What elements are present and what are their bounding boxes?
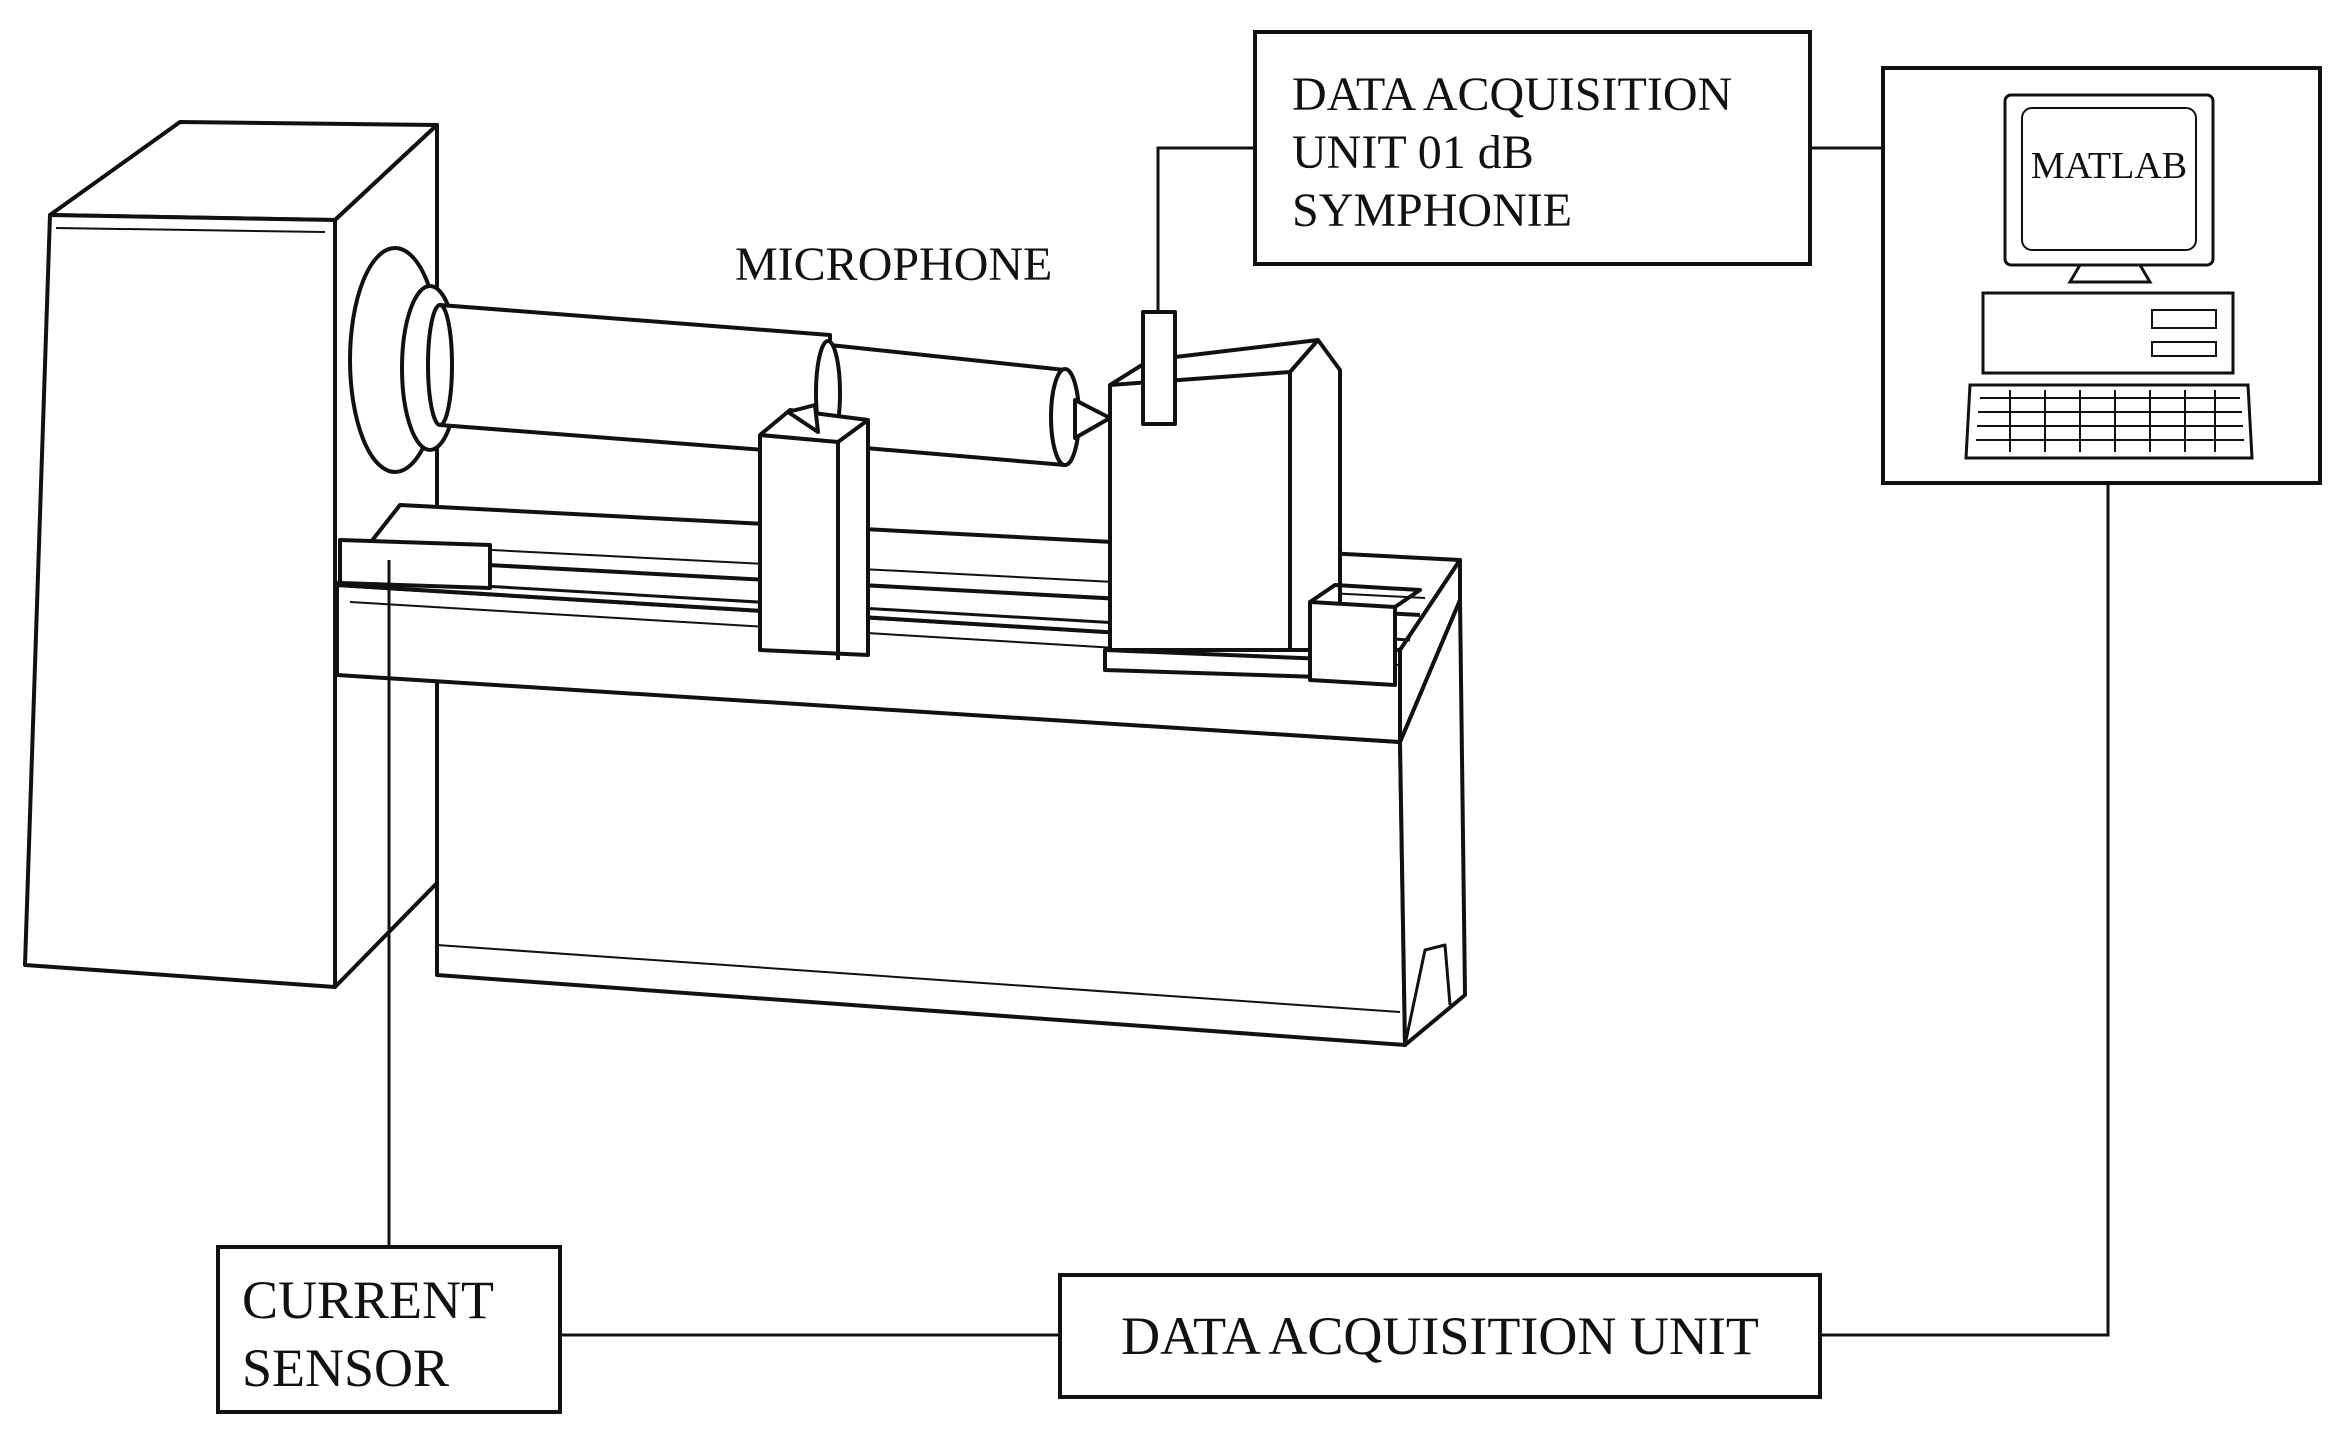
current-sensor-line-2: SENSOR (242, 1338, 449, 1398)
daq-top-line-2: UNIT 01 dB (1292, 126, 1534, 179)
computer-box: MATLAB (1881, 66, 2322, 485)
computer-icon (1964, 93, 2254, 460)
daq-unit-01db-frame (1253, 30, 1812, 266)
daq-top-line-1: DATA ACQUISITION (1292, 68, 1732, 121)
wire-daq-to-computer-bottom (1820, 480, 2110, 1337)
daq-unit-bottom-box: DATA ACQUISITION UNIT (1058, 1273, 1822, 1399)
microphone-label: MICROPHONE (735, 238, 1052, 291)
bed-stop-right (1308, 583, 1422, 687)
current-sensor-frame (216, 1245, 562, 1414)
lathe-machine (23, 120, 1467, 1047)
daq-top-line-3: SYMPHONIE (1292, 184, 1572, 237)
microphone-sensor (1141, 310, 1177, 426)
current-sensor-box: CURRENT SENSOR (216, 1245, 562, 1414)
current-sensor-line-1: CURRENT (242, 1270, 494, 1330)
bed-stop-left (338, 538, 492, 590)
wire-microphone-to-daq (1156, 146, 1255, 312)
lathe-bed (335, 503, 1467, 1047)
carriage (758, 403, 870, 660)
connection-wires (387, 146, 2110, 1337)
daq-unit-bottom-frame (1058, 1273, 1822, 1399)
workpiece (426, 303, 1112, 467)
daq-unit-01db-box: DATA ACQUISITION UNIT 01 dB SYMPHONIE (1253, 30, 1812, 266)
matlab-label: MATLAB (2031, 145, 2187, 187)
daq-bottom-label: DATA ACQUISITION UNIT (1121, 1306, 1759, 1366)
